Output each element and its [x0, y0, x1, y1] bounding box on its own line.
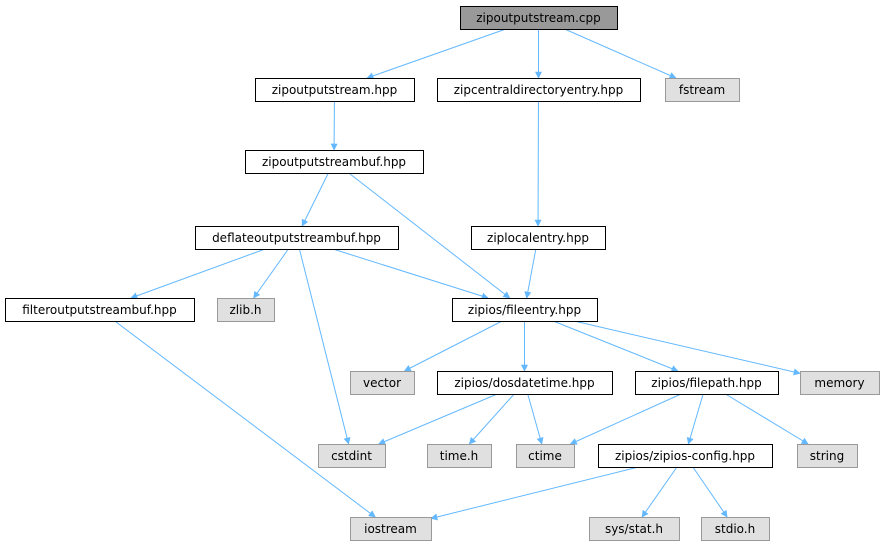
node-zipoutputstream-hpp[interactable]: zipoutputstream.hpp: [255, 78, 415, 102]
edge-deflateoutputstreambuf-hpp-to-cstdint: [298, 248, 351, 445]
node-box: [245, 150, 424, 174]
node-fstream[interactable]: fstream: [665, 78, 740, 102]
node-label: time.h: [440, 449, 479, 463]
edge-filepath-hpp-to-ctime: [569, 393, 682, 445]
node-label: ziplocalentry.hpp: [487, 231, 589, 245]
node-box: [800, 371, 880, 395]
node-label: zipcentraldirectoryentry.hpp: [454, 83, 624, 97]
node-label: cstdint: [331, 449, 372, 463]
node-label: memory: [814, 376, 864, 390]
node-label: iostream: [364, 522, 417, 536]
edge-zipoutputstreambuf-hpp-to-fileentry-hpp: [348, 172, 511, 299]
node-label: zipoutputstream.cpp: [476, 11, 601, 25]
node-label: zipios/dosdatetime.hpp: [454, 376, 594, 390]
edge-layer: [114, 28, 809, 521]
node-filepath-hpp[interactable]: zipios/filepath.hpp: [635, 371, 779, 395]
node-zipios-config-hpp[interactable]: zipios/zipios-config.hpp: [598, 444, 773, 468]
edge-dosdatetime-hpp-to-cstdint: [378, 393, 498, 445]
node-deflateoutputstreambuf-hpp[interactable]: deflateoutputstreambuf.hpp: [195, 226, 399, 250]
node-box: [665, 78, 740, 102]
edge-filteroutputstreambuf-hpp-to-iostream: [114, 320, 376, 518]
node-stdio-h[interactable]: stdio.h: [701, 517, 770, 541]
edge-fileentry-hpp-to-vector: [403, 320, 503, 372]
node-label: fstream: [679, 83, 725, 97]
node-layer: zipoutputstream.cpp zipoutputstream.hpp zi…: [5, 6, 880, 541]
node-string[interactable]: string: [797, 444, 858, 468]
node-box: [598, 444, 773, 468]
node-box: [437, 371, 613, 395]
node-box: [350, 517, 432, 541]
node-box: [516, 444, 575, 468]
edge-deflateoutputstreambuf-hpp-to-fileentry-hpp: [332, 248, 489, 300]
node-sys-stat-h[interactable]: sys/stat.h: [589, 517, 680, 541]
node-dosdatetime-hpp[interactable]: zipios/dosdatetime.hpp: [437, 371, 613, 395]
node-time-h[interactable]: time.h: [427, 444, 492, 468]
node-label: ctime: [528, 449, 562, 463]
node-box: [460, 6, 618, 30]
node-fileentry-hpp[interactable]: zipios/fileentry.hpp: [452, 298, 598, 322]
node-box: [635, 371, 779, 395]
node-box: [589, 517, 680, 541]
node-label: zlib.h: [229, 303, 261, 317]
node-box: [437, 78, 641, 102]
node-cstdint[interactable]: cstdint: [318, 444, 386, 468]
edge-zipoutputstream-cpp-to-fstream: [564, 28, 677, 79]
node-box: [195, 226, 399, 250]
node-box: [797, 444, 858, 468]
node-zipoutputstream-cpp[interactable]: zipoutputstream.cpp: [460, 6, 618, 30]
node-label: filteroutputstreambuf.hpp: [22, 303, 177, 317]
node-box: [427, 444, 492, 468]
edge-deflateoutputstreambuf-hpp-to-zlib-h: [253, 248, 289, 299]
edge-zipios-config-hpp-to-sys-stat-h: [641, 466, 678, 518]
edge-zipoutputstreambuf-hpp-to-deflateoutputstreambuf-hpp: [301, 172, 329, 227]
node-box: [471, 226, 606, 250]
node-label: zipoutputstream.hpp: [272, 83, 398, 97]
node-zlib-h[interactable]: zlib.h: [217, 298, 275, 322]
edge-filepath-hpp-to-zipios-config-hpp: [686, 393, 704, 445]
node-label: deflateoutputstreambuf.hpp: [212, 231, 381, 245]
node-box: [452, 298, 598, 322]
node-label: zipios/fileentry.hpp: [468, 303, 581, 317]
node-label: zipoutputstreambuf.hpp: [262, 155, 406, 169]
node-vector[interactable]: vector: [350, 371, 415, 395]
edge-ziplocalentry-hpp-to-fileentry-hpp: [524, 248, 537, 299]
node-zipcentraldirectoryentry-hpp[interactable]: zipcentraldirectoryentry.hpp: [437, 78, 641, 102]
node-label: zipios/filepath.hpp: [651, 376, 761, 390]
edge-zipoutputstream-cpp-to-zipoutputstream-hpp: [366, 28, 507, 80]
node-label: sys/stat.h: [605, 522, 663, 536]
node-ziplocalentry-hpp[interactable]: ziplocalentry.hpp: [471, 226, 606, 250]
node-box: [350, 371, 415, 395]
edge-zipios-config-hpp-to-stdio-h: [692, 466, 728, 518]
edge-fileentry-hpp-to-memory: [574, 320, 801, 376]
node-box: [318, 444, 386, 468]
node-filteroutputstreambuf-hpp[interactable]: filteroutputstreambuf.hpp: [5, 298, 195, 322]
node-iostream[interactable]: iostream: [350, 517, 432, 541]
edge-deflateoutputstreambuf-hpp-to-filteroutputstreambuf-hpp: [130, 248, 266, 300]
node-ctime[interactable]: ctime: [516, 444, 575, 468]
edge-zipios-config-hpp-to-iostream: [430, 466, 639, 521]
node-label: stdio.h: [715, 522, 755, 536]
node-box: [255, 78, 415, 102]
node-label: vector: [363, 376, 401, 390]
node-memory[interactable]: memory: [800, 371, 880, 395]
edge-filepath-hpp-to-string: [725, 393, 809, 445]
node-label: string: [810, 449, 844, 463]
node-box: [701, 517, 770, 541]
edge-fileentry-hpp-to-filepath-hpp: [552, 320, 679, 372]
edge-dosdatetime-hpp-to-ctime: [527, 393, 544, 445]
node-zipoutputstreambuf-hpp[interactable]: zipoutputstreambuf.hpp: [245, 150, 424, 174]
edge-dosdatetime-hpp-to-time-h: [468, 393, 515, 445]
node-box: [217, 298, 275, 322]
node-label: zipios/zipios-config.hpp: [615, 449, 755, 463]
node-box: [5, 298, 195, 322]
